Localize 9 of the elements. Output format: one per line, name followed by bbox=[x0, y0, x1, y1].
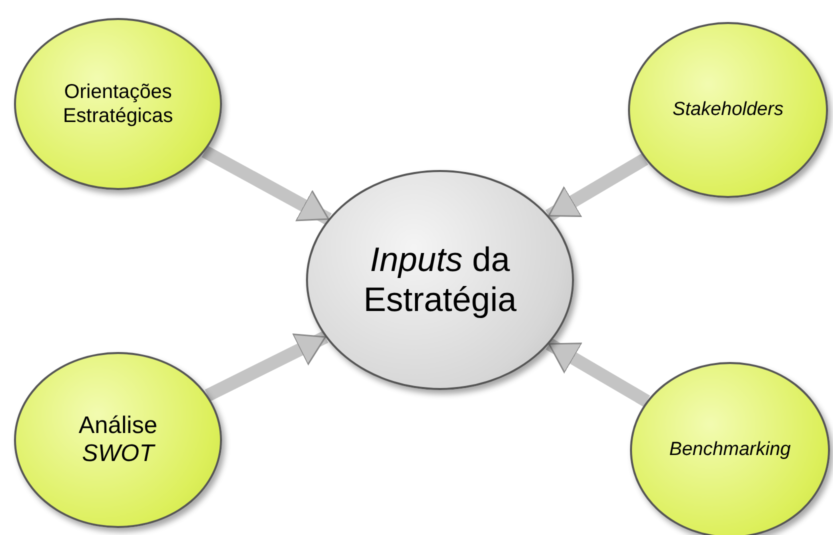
block-arrow bbox=[202, 146, 332, 225]
node-label: Inputs da Estratégia bbox=[362, 240, 518, 320]
block-arrow bbox=[204, 331, 328, 402]
node-label: Análise SWOT bbox=[78, 412, 158, 468]
node-label: Benchmarking bbox=[668, 438, 792, 462]
block-arrow bbox=[546, 338, 650, 407]
block-arrow bbox=[546, 153, 648, 222]
node-label: Orientações Estratégicas bbox=[62, 80, 174, 128]
node-label: Stakeholders bbox=[672, 98, 784, 122]
